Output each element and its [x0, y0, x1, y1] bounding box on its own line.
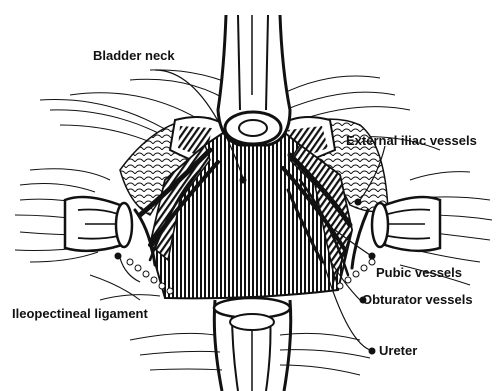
- label-bladder-neck: Bladder neck: [93, 48, 175, 63]
- left-side-tube: [65, 197, 132, 251]
- label-ileopectineal-ligament: Ileopectineal ligament: [12, 306, 148, 321]
- label-pubic-vessels: Pubic vessels: [376, 265, 462, 280]
- label-external-iliac-vessels: External iliac vessels: [346, 133, 477, 148]
- right-side-tube: [372, 197, 440, 251]
- bottom-tube: [214, 298, 291, 391]
- label-ureter: Ureter: [379, 343, 417, 358]
- bladder-neck-tube: [218, 15, 290, 145]
- label-obturator-vessels: Obturator vessels: [362, 292, 473, 307]
